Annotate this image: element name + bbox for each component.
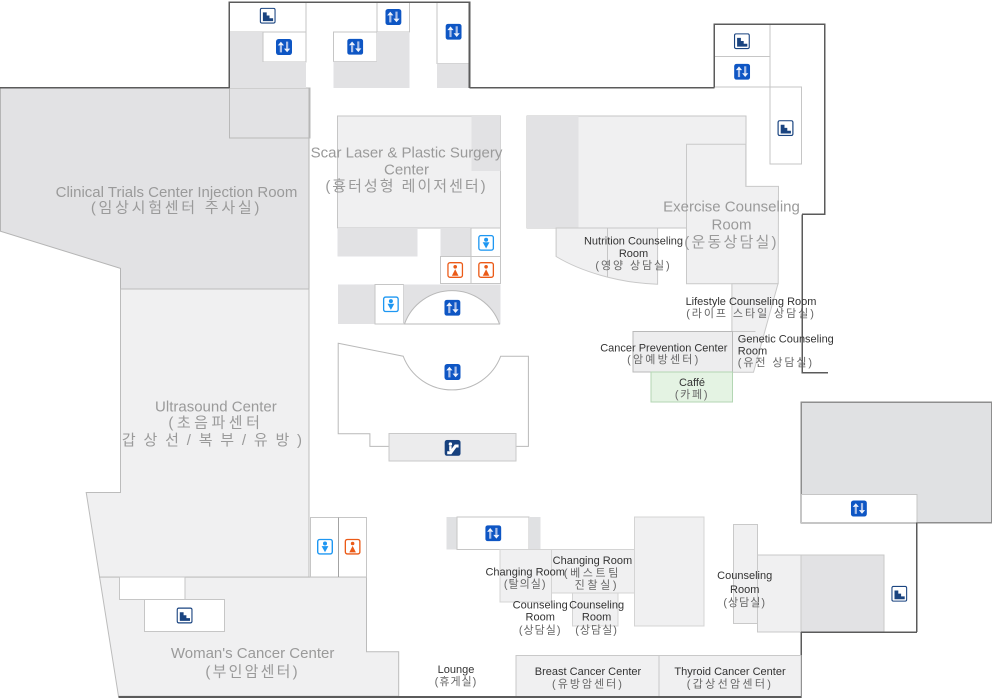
svg-text:Ultrasound Center: Ultrasound Center xyxy=(155,398,277,415)
svg-text:(운동상담실): (운동상담실) xyxy=(684,234,778,251)
svg-text:Lounge: Lounge xyxy=(438,664,475,676)
svg-text:Counseling: Counseling xyxy=(513,600,568,612)
svg-text:Nutrition Counseling: Nutrition Counseling xyxy=(584,236,683,248)
svg-text:Room: Room xyxy=(711,217,751,234)
svg-text:(갑상선암센터): (갑상선암센터) xyxy=(687,678,773,691)
svg-text:(상담실): (상담실) xyxy=(575,623,618,636)
svg-text:(임상시험센터 주사실): (임상시험센터 주사실) xyxy=(91,199,262,216)
svg-text:Thyroid Cancer Center: Thyroid Cancer Center xyxy=(674,666,786,678)
svg-text:(상담실): (상담실) xyxy=(519,623,562,636)
svg-text:Center: Center xyxy=(384,162,429,179)
svg-text:Room: Room xyxy=(730,584,759,596)
svg-text:(흉터성형 레이저센터): (흉터성형 레이저센터) xyxy=(325,178,487,195)
svg-text:(라이프 스타일 상담실): (라이프 스타일 상담실) xyxy=(686,306,816,320)
svg-text:(부인암센터): (부인암센터) xyxy=(205,663,299,680)
svg-text:Room: Room xyxy=(582,612,611,624)
svg-text:Scar Laser & Plastic Surgery: Scar Laser & Plastic Surgery xyxy=(311,144,503,161)
svg-text:(베스트팀: (베스트팀 xyxy=(564,566,621,579)
svg-text:(영양 상담실): (영양 상담실) xyxy=(595,259,671,272)
svg-text:Room: Room xyxy=(738,345,767,357)
svg-text:Exercise Counseling: Exercise Counseling xyxy=(663,198,800,215)
svg-text:Caffé: Caffé xyxy=(679,377,705,389)
svg-text:(휴게실): (휴게실) xyxy=(435,675,478,688)
svg-text:Genetic Counseling: Genetic Counseling xyxy=(738,334,834,346)
svg-text:(초음파센터: (초음파센터 xyxy=(168,414,263,431)
svg-text:(유전 상담실): (유전 상담실) xyxy=(738,356,814,369)
svg-text:Changing Room: Changing Room xyxy=(485,566,565,578)
svg-text:Clinical Trials Center Injecti: Clinical Trials Center Injection Room xyxy=(56,184,298,201)
svg-text:(상담실): (상담실) xyxy=(723,596,766,609)
svg-text:Room: Room xyxy=(526,612,555,624)
svg-text:(탈의실): (탈의실) xyxy=(504,578,547,591)
svg-text:(카페): (카페) xyxy=(675,388,709,401)
svg-text:Woman's Cancer Center: Woman's Cancer Center xyxy=(171,645,334,662)
svg-text:Room: Room xyxy=(619,248,648,260)
svg-text:갑상선/복부/유방): 갑상선/복부/유방) xyxy=(122,432,310,449)
svg-text:(암예방센터): (암예방센터) xyxy=(627,353,700,366)
svg-text:진찰실): 진찰실) xyxy=(575,579,619,592)
svg-text:Counseling: Counseling xyxy=(717,570,772,582)
svg-text:Changing Room: Changing Room xyxy=(553,555,633,567)
svg-text:Counseling: Counseling xyxy=(569,600,624,612)
svg-text:(유방암센터): (유방암센터) xyxy=(552,678,624,691)
svg-text:Breast Cancer Center: Breast Cancer Center xyxy=(535,666,642,678)
svg-text:Cancer Prevention Center: Cancer Prevention Center xyxy=(600,342,728,354)
svg-text:Lifestyle Counseling Room: Lifestyle Counseling Room xyxy=(686,296,817,308)
